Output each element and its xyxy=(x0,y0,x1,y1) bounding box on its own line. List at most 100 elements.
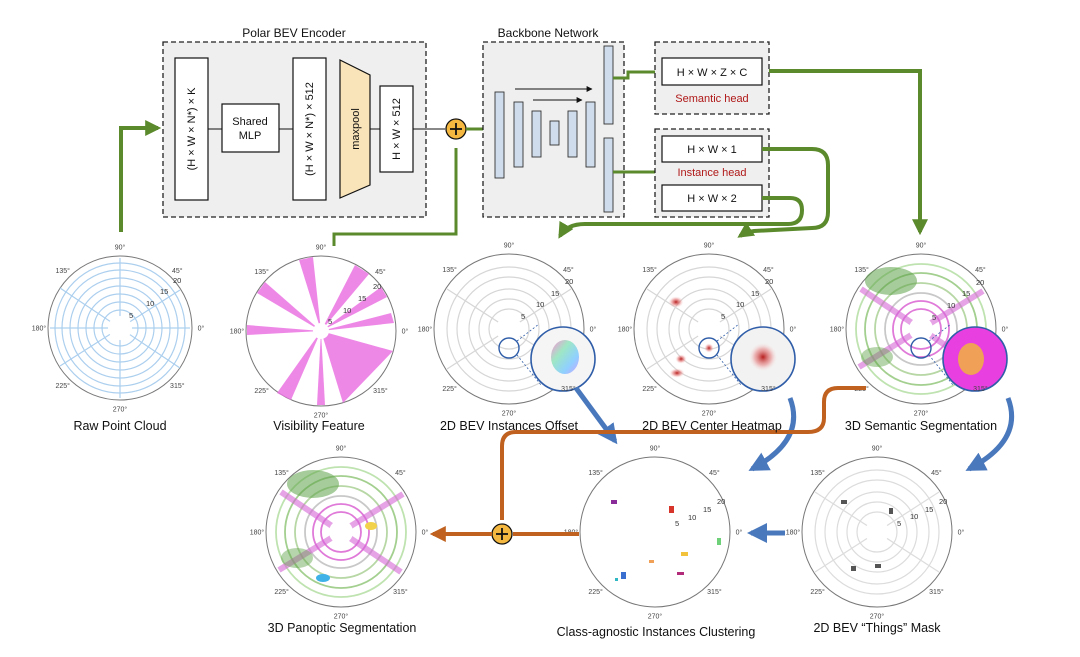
degree-label-270: 270° xyxy=(502,410,517,418)
caption-instances-clustering: Class-agnostic Instances Clustering xyxy=(557,625,756,639)
backbone-title: Backbone Network xyxy=(498,26,600,40)
range-10: 10 xyxy=(146,299,154,308)
maxpool-trapezoid xyxy=(339,59,371,199)
heat-blob xyxy=(668,296,684,308)
degree-label-315: 315° xyxy=(373,387,388,395)
caption-panoptic-segmentation: 3D Panoptic Segmentation xyxy=(268,621,417,635)
zoom-connector xyxy=(928,323,952,342)
degree-label-45: 45° xyxy=(709,469,720,477)
semantic-to-segmentation-arrow xyxy=(769,69,928,236)
caption-instances-offset: 2D BEV Instances Offset xyxy=(440,419,579,433)
maxpool-label: maxpool xyxy=(350,108,362,150)
range-5: 5 xyxy=(328,317,332,326)
degree-label-135: 135° xyxy=(274,469,289,477)
range-15: 15 xyxy=(925,505,933,514)
degree-label-270: 270° xyxy=(314,412,329,420)
degree-label-90: 90° xyxy=(704,242,715,250)
zoom-connector xyxy=(516,323,540,342)
cluster-points xyxy=(611,500,721,581)
degree-label-315: 315° xyxy=(393,588,408,596)
zoom-connector xyxy=(516,354,542,386)
degree-label-0: 0° xyxy=(422,529,429,537)
range-5: 5 xyxy=(675,519,679,528)
degree-label-135: 135° xyxy=(55,267,70,275)
degree-label-0: 0° xyxy=(958,529,965,537)
shared-mlp-box xyxy=(221,103,280,153)
range-20: 20 xyxy=(765,277,773,286)
degree-label-45: 45° xyxy=(375,268,386,276)
degree-label-90: 90° xyxy=(316,244,327,252)
range-10: 10 xyxy=(736,300,744,309)
thing-blob xyxy=(875,564,881,568)
zoom-region-marker xyxy=(698,337,720,359)
backbone-network: Backbone Network xyxy=(482,26,625,218)
degree-label-45: 45° xyxy=(763,266,774,274)
range-10: 10 xyxy=(536,300,544,309)
instance-blob xyxy=(316,574,330,582)
vegetation-region xyxy=(865,267,917,295)
degree-label-135: 135° xyxy=(254,268,269,276)
center-heatmap-panel: 5 10 15 20 xyxy=(633,253,796,405)
visibility-feature-panel: 5 10 15 20 xyxy=(245,255,397,407)
range-15: 15 xyxy=(703,505,711,514)
degree-label-315: 315° xyxy=(929,588,944,596)
degree-label-135: 135° xyxy=(442,266,457,274)
range-15: 15 xyxy=(160,287,168,296)
shared-mlp-label-line1: Shared xyxy=(232,116,267,128)
caption-visibility-feature: Visibility Feature xyxy=(273,419,365,433)
degree-label-0: 0° xyxy=(1002,326,1009,334)
point-feature-box xyxy=(292,57,327,201)
range-5: 5 xyxy=(521,312,525,321)
shared-mlp-label-line2: MLP xyxy=(239,130,262,142)
thing-blob xyxy=(841,500,847,504)
input-feature-label: (H × W × N*) × K xyxy=(186,87,198,170)
degree-label-225: 225° xyxy=(55,382,70,390)
degree-label-90: 90° xyxy=(872,445,883,453)
zoom-connector xyxy=(716,323,740,342)
offset-output-box xyxy=(661,184,763,212)
point-feature-label: (H × W × N*) × 512 xyxy=(304,82,316,176)
degree-label-225: 225° xyxy=(254,387,269,395)
degree-label-270: 270° xyxy=(113,406,128,414)
caption-raw-point-cloud: Raw Point Cloud xyxy=(73,419,166,433)
degree-label-45: 45° xyxy=(975,266,986,274)
degree-label-315: 315° xyxy=(170,382,185,390)
visibility-to-plus-arrow xyxy=(332,148,458,246)
range-20: 20 xyxy=(565,277,573,286)
degree-label-225: 225° xyxy=(442,385,457,393)
degree-label-135: 135° xyxy=(810,469,825,477)
degree-label-45: 45° xyxy=(395,469,406,477)
degree-label-0: 0° xyxy=(590,326,597,334)
range-15: 15 xyxy=(962,289,970,298)
center-to-heatmap-arrow xyxy=(737,147,830,238)
degree-label-225: 225° xyxy=(810,588,825,596)
degree-label-225: 225° xyxy=(642,385,657,393)
unet-bar xyxy=(585,101,596,168)
range-20: 20 xyxy=(373,282,381,291)
range-5: 5 xyxy=(897,519,901,528)
instance-head-label: Instance head xyxy=(677,167,746,179)
vegetation-region xyxy=(861,347,893,367)
raw-to-encoder-arrow xyxy=(119,120,162,232)
heat-blob xyxy=(704,343,714,353)
range-5: 5 xyxy=(932,313,936,322)
degree-label-270: 270° xyxy=(914,410,929,418)
semantic-output-label: H × W × Z × C xyxy=(677,67,748,79)
range-20: 20 xyxy=(717,497,725,506)
heat-blob xyxy=(675,354,687,364)
range-15: 15 xyxy=(358,294,366,303)
degree-label-180: 180° xyxy=(418,326,433,334)
semseg-to-things-arrow xyxy=(965,397,1015,472)
degree-label-180: 180° xyxy=(250,529,265,537)
caption-things-mask: 2D BEV “Things” Mask xyxy=(813,621,941,635)
zoom-connector xyxy=(928,354,954,386)
zoom-car-segment xyxy=(958,343,984,375)
degree-label-135: 135° xyxy=(588,469,603,477)
degree-label-315: 315° xyxy=(761,385,776,393)
zoom-region-marker xyxy=(498,337,520,359)
semantic-output-box xyxy=(661,57,763,86)
degree-label-180: 180° xyxy=(618,326,633,334)
range-20: 20 xyxy=(173,276,181,285)
range-5: 5 xyxy=(721,312,725,321)
